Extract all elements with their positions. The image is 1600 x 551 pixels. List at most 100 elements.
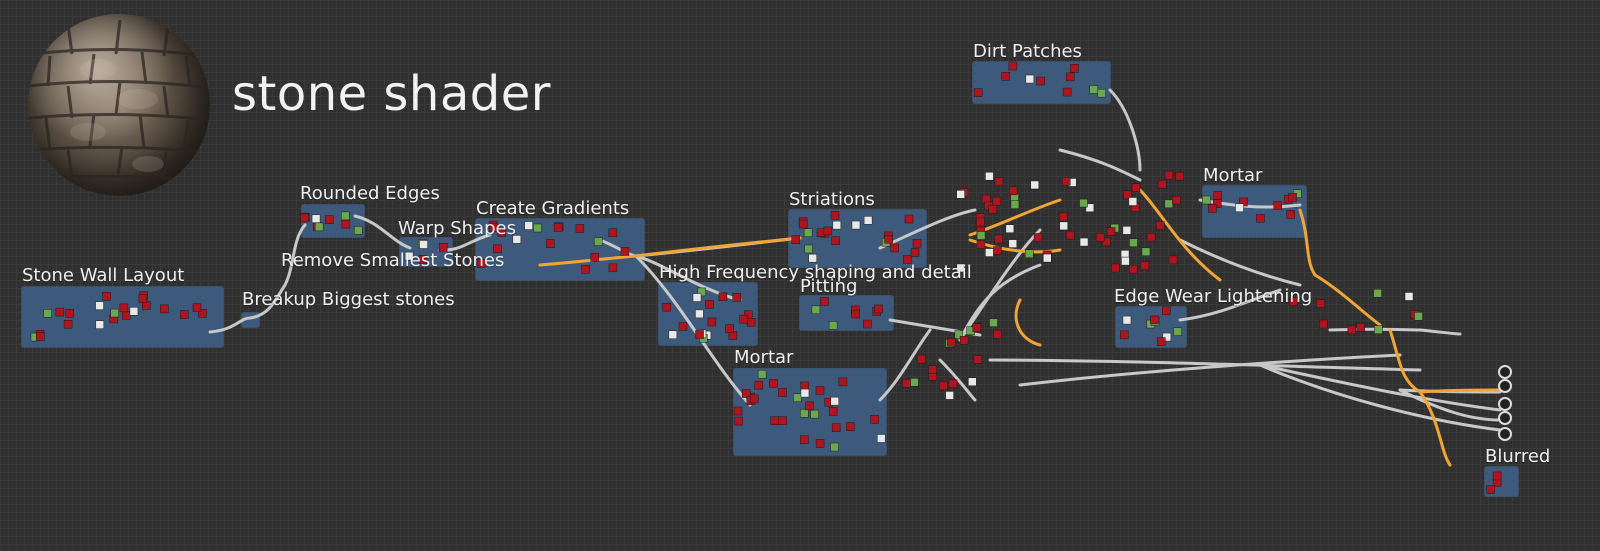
- graph-node[interactable]: [959, 336, 969, 345]
- graph-node[interactable]: [838, 377, 848, 387]
- graph-node[interactable]: [1316, 299, 1325, 308]
- graph-node[interactable]: [744, 310, 753, 320]
- graph-node[interactable]: [968, 377, 977, 387]
- graph-node[interactable]: [63, 320, 73, 329]
- graph-node[interactable]: [311, 214, 321, 223]
- graph-node[interactable]: [524, 221, 533, 230]
- graph-node[interactable]: [1486, 485, 1495, 494]
- graph-node[interactable]: [992, 196, 1002, 206]
- graph-node[interactable]: [1120, 330, 1129, 340]
- graph-node[interactable]: [65, 309, 74, 318]
- graph-node[interactable]: [1131, 183, 1141, 192]
- graph-node[interactable]: [1121, 256, 1130, 266]
- graph-node[interactable]: [180, 310, 189, 319]
- graph-node[interactable]: [993, 246, 1002, 255]
- graph-node[interactable]: [757, 369, 767, 379]
- graph-node[interactable]: [815, 439, 825, 448]
- graph-node[interactable]: [36, 332, 45, 341]
- output-node[interactable]: [1498, 379, 1512, 393]
- graph-node[interactable]: [581, 264, 590, 274]
- graph-node[interactable]: [341, 219, 351, 229]
- graph-node[interactable]: [1202, 195, 1211, 205]
- graph-node[interactable]: [192, 303, 202, 312]
- graph-node[interactable]: [1042, 253, 1052, 263]
- graph-node[interactable]: [1122, 315, 1132, 325]
- graph-node[interactable]: [1146, 232, 1156, 242]
- graph-node[interactable]: [851, 309, 860, 319]
- graph-node[interactable]: [1164, 199, 1174, 209]
- graph-node[interactable]: [877, 434, 886, 443]
- graph-node[interactable]: [1356, 322, 1365, 332]
- graph-node[interactable]: [705, 300, 714, 309]
- graph-node[interactable]: [324, 215, 334, 224]
- graph-node[interactable]: [590, 252, 599, 262]
- graph-node[interactable]: [803, 228, 813, 237]
- graph-node[interactable]: [947, 338, 956, 347]
- graph-node[interactable]: [1106, 227, 1116, 236]
- graph-node[interactable]: [793, 393, 802, 402]
- graph-node[interactable]: [1059, 221, 1068, 231]
- graph-node[interactable]: [732, 293, 741, 302]
- graph-node[interactable]: [718, 292, 728, 302]
- graph-node[interactable]: [593, 237, 603, 246]
- graph-node[interactable]: [1058, 212, 1068, 222]
- graph-node[interactable]: [1036, 76, 1045, 86]
- graph-node[interactable]: [1102, 237, 1111, 247]
- graph-node[interactable]: [553, 223, 563, 232]
- graph-node[interactable]: [828, 321, 838, 330]
- graph-node[interactable]: [928, 365, 937, 374]
- graph-node[interactable]: [733, 406, 743, 416]
- graph-node[interactable]: [1162, 332, 1172, 342]
- graph-node[interactable]: [493, 244, 502, 254]
- graph-node[interactable]: [1173, 327, 1182, 336]
- graph-node[interactable]: [1065, 72, 1075, 82]
- graph-node[interactable]: [1162, 306, 1171, 316]
- graph-node[interactable]: [846, 422, 855, 431]
- graph-node[interactable]: [798, 219, 808, 229]
- graph-node[interactable]: [815, 386, 825, 395]
- graph-node[interactable]: [804, 244, 813, 254]
- graph-node[interactable]: [314, 222, 324, 232]
- graph-node[interactable]: [989, 318, 998, 327]
- graph-node[interactable]: [707, 317, 717, 327]
- graph-node[interactable]: [746, 318, 756, 327]
- graph-node[interactable]: [770, 416, 780, 426]
- graph-node[interactable]: [994, 177, 1004, 186]
- graph-node[interactable]: [902, 379, 911, 388]
- graph-node[interactable]: [138, 294, 148, 303]
- graph-node[interactable]: [95, 320, 105, 329]
- graph-node[interactable]: [863, 216, 873, 225]
- graph-node[interactable]: [608, 228, 618, 238]
- graph-node[interactable]: [1155, 221, 1165, 230]
- graph-node[interactable]: [1122, 226, 1132, 235]
- graph-node[interactable]: [1213, 190, 1222, 200]
- graph-node[interactable]: [404, 251, 414, 261]
- graph-node[interactable]: [912, 238, 922, 248]
- graph-node[interactable]: [976, 240, 986, 249]
- graph-node[interactable]: [1168, 255, 1178, 265]
- graph-node[interactable]: [831, 423, 841, 432]
- graph-node[interactable]: [976, 231, 986, 240]
- graph-node[interactable]: [741, 389, 751, 398]
- graph-node[interactable]: [697, 287, 706, 297]
- graph-node[interactable]: [1008, 61, 1018, 71]
- graph-node[interactable]: [956, 190, 965, 199]
- graph-node[interactable]: [1079, 198, 1088, 208]
- graph-node[interactable]: [1157, 337, 1166, 346]
- graph-node[interactable]: [419, 240, 428, 249]
- graph-node[interactable]: [1286, 210, 1295, 219]
- graph-node[interactable]: [497, 228, 507, 237]
- graph-node[interactable]: [1005, 224, 1015, 233]
- graph-node[interactable]: [778, 416, 787, 426]
- graph-node[interactable]: [438, 243, 448, 252]
- graph-node[interactable]: [917, 354, 926, 364]
- graph-node[interactable]: [1089, 85, 1099, 94]
- graph-node[interactable]: [533, 223, 542, 233]
- graph-node[interactable]: [692, 293, 702, 302]
- graph-node[interactable]: [1235, 203, 1244, 213]
- graph-node[interactable]: [1066, 230, 1075, 240]
- graph-node[interactable]: [800, 381, 809, 391]
- graph-node[interactable]: [1157, 179, 1167, 189]
- graph-node[interactable]: [95, 301, 104, 310]
- output-node[interactable]: [1498, 411, 1512, 425]
